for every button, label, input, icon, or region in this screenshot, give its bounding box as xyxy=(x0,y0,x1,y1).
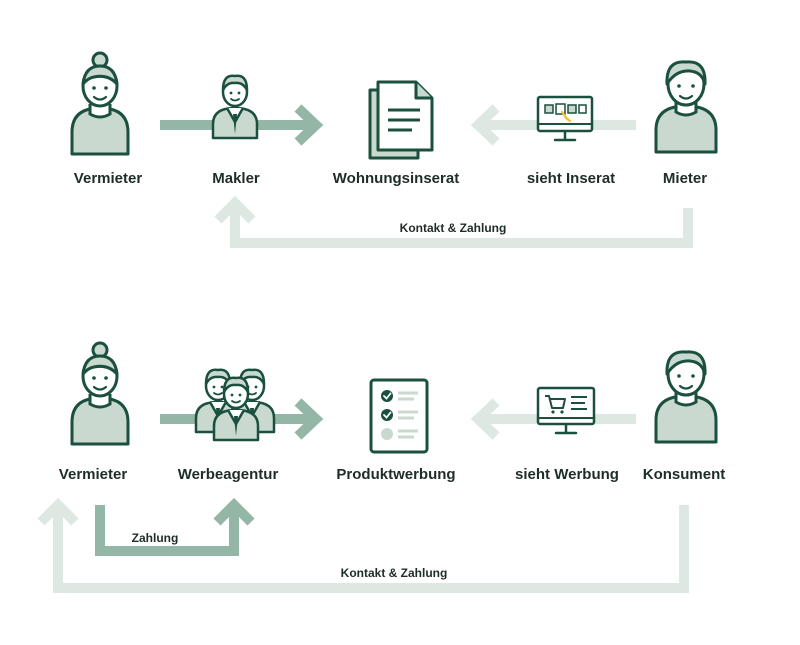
agent-icon xyxy=(211,74,259,140)
label-landlord-bottom: Vermieter xyxy=(59,466,128,483)
label-tenant-top: Mieter xyxy=(663,170,707,187)
label-agent-top: Makler xyxy=(212,170,260,187)
label-payment: Zahlung xyxy=(132,531,179,545)
label-agency: Werbeagentur xyxy=(178,466,279,483)
label-document-bottom: Produktwerbung xyxy=(336,466,455,483)
label-document-top: Wohnungsinserat xyxy=(333,170,459,187)
monitor-icon xyxy=(536,95,594,142)
label-view-bottom: sieht Werbung xyxy=(515,466,619,483)
label-return-bottom: Kontakt & Zahlung xyxy=(341,566,448,580)
checklist-icon xyxy=(369,378,429,454)
arrow-return-top xyxy=(214,195,693,248)
label-consumer: Konsument xyxy=(643,466,726,483)
label-return-top: Kontakt & Zahlung xyxy=(400,221,507,235)
man-icon xyxy=(654,60,718,154)
man-icon xyxy=(654,350,718,444)
label-landlord-top: Vermieter xyxy=(74,170,143,187)
document-icon xyxy=(368,80,434,160)
arrow-payment xyxy=(95,497,255,556)
label-view-top: sieht Inserat xyxy=(527,170,615,187)
group-icon xyxy=(194,368,276,442)
woman-icon xyxy=(70,51,130,156)
arrow-return-bottom xyxy=(37,497,689,593)
shopping-monitor-icon xyxy=(536,386,596,435)
woman-icon xyxy=(70,341,130,446)
